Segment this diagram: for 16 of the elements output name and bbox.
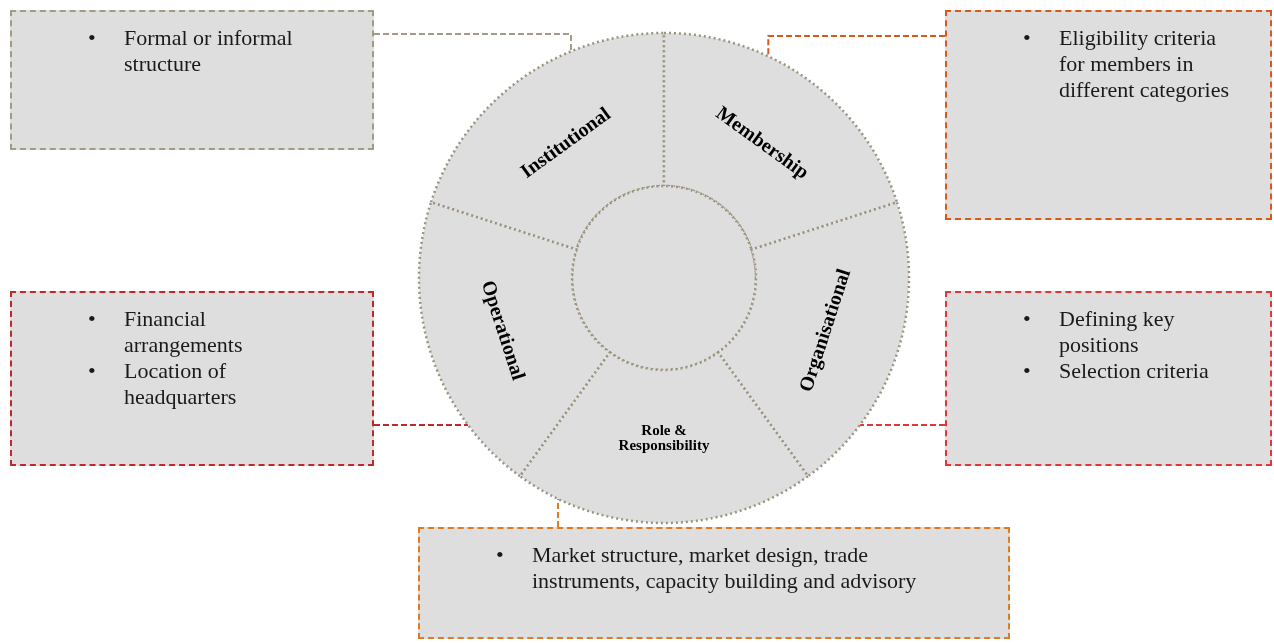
note-box bbox=[10, 10, 374, 150]
bullet-text: • Financial arrangements bbox=[88, 306, 244, 358]
bullet-text: • Formal or informal structure bbox=[88, 25, 294, 77]
bullet-text: • Market structure, market design, trade instruments, capacity building and advisory bbox=[496, 542, 918, 594]
connector-line bbox=[373, 33, 572, 53]
bullet-text: • Defining key positions bbox=[1023, 306, 1176, 358]
note-box bbox=[418, 527, 1010, 639]
note-box bbox=[945, 10, 1272, 220]
connector-line bbox=[373, 424, 469, 426]
bullet-text: • Location of headquarters bbox=[88, 358, 238, 410]
connector-line bbox=[859, 424, 946, 426]
note-box bbox=[945, 291, 1272, 466]
bullet-text: • Selection criteria bbox=[1023, 358, 1210, 384]
bullet-text: • Eligibility criteria for members in different categories bbox=[1023, 25, 1229, 103]
sector-label: Role & Responsibility bbox=[617, 423, 711, 453]
note-box bbox=[10, 291, 374, 466]
